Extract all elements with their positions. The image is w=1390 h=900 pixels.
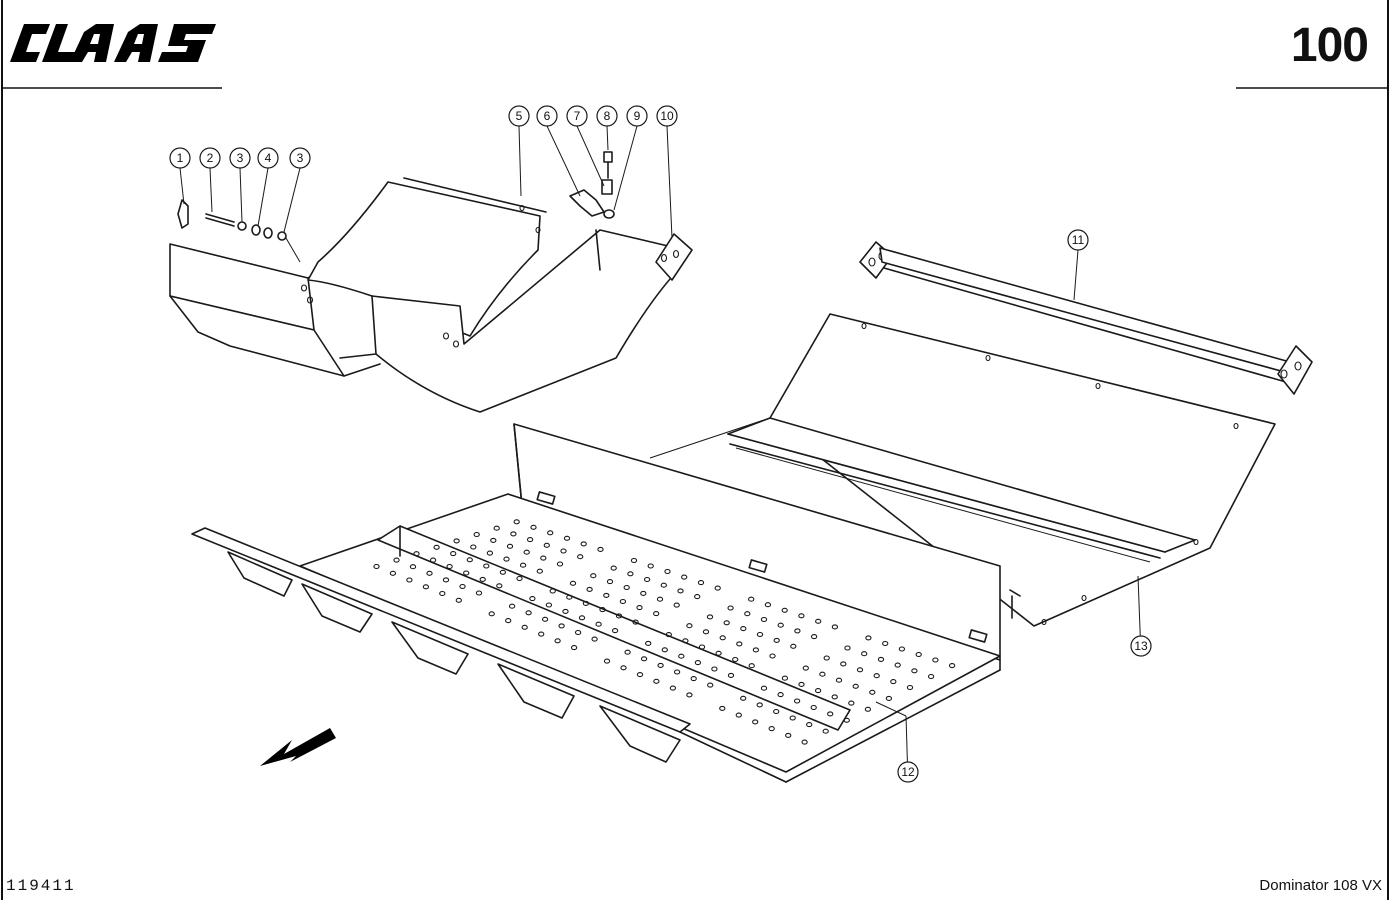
- callout-number: 11: [1072, 233, 1085, 247]
- callout-circle: [289, 147, 311, 169]
- callout-number: 8: [604, 109, 611, 123]
- callout-circle: [1067, 229, 1089, 251]
- arrow-down-left-icon: [260, 728, 336, 766]
- callout-circle: [1130, 635, 1152, 657]
- callout-circle: [566, 105, 588, 127]
- callout-leader: [1073, 249, 1079, 301]
- callout-number: 9: [634, 109, 641, 123]
- callout-leader: [518, 125, 522, 197]
- callout-circle: [169, 147, 191, 169]
- callout-number: 5: [516, 109, 523, 123]
- callout-leader: [666, 125, 673, 239]
- callout-circle: [897, 761, 919, 783]
- callout-leader: [283, 167, 301, 233]
- callout-number: 6: [544, 109, 551, 123]
- callout-number: 3: [297, 151, 304, 165]
- callout-leader: [576, 125, 605, 187]
- model-name: Dominator 108 VX: [1259, 877, 1382, 894]
- callout-number: 3: [237, 151, 244, 165]
- drawing-number: 119411: [6, 877, 76, 895]
- brand-logo: [10, 24, 216, 62]
- callout-leader: [179, 167, 185, 205]
- callout-leader: [613, 125, 638, 211]
- hood-assembly: [169, 151, 693, 413]
- part-13-floor-pan: [649, 313, 1276, 627]
- callout-circle: [596, 105, 618, 127]
- callout-leader: [209, 167, 213, 213]
- callout-circle: [508, 105, 530, 127]
- callout-circle: [626, 105, 648, 127]
- callout-leader: [546, 125, 581, 197]
- callout-leader: [606, 125, 609, 151]
- callout-number: 10: [660, 109, 674, 123]
- callout-number: 12: [901, 765, 915, 779]
- callout-number: 2: [207, 151, 214, 165]
- page-number: 100: [1290, 19, 1369, 72]
- callout-number: 1: [177, 151, 184, 165]
- callout-circle: [257, 147, 279, 169]
- part-11-angle-bar: [859, 241, 1313, 395]
- callout-circle: [199, 147, 221, 169]
- part-12-perforated-tray: [191, 423, 1001, 783]
- perforation-holes: [373, 519, 956, 745]
- callout-number: 7: [574, 109, 581, 123]
- callout-leader: [257, 167, 269, 227]
- callout-circle: [229, 147, 251, 169]
- callout-circle: [656, 105, 678, 127]
- callout-leader: [239, 167, 243, 223]
- callout-number: 13: [1134, 639, 1148, 653]
- callout-circle: [536, 105, 558, 127]
- callout-number: 4: [265, 151, 272, 165]
